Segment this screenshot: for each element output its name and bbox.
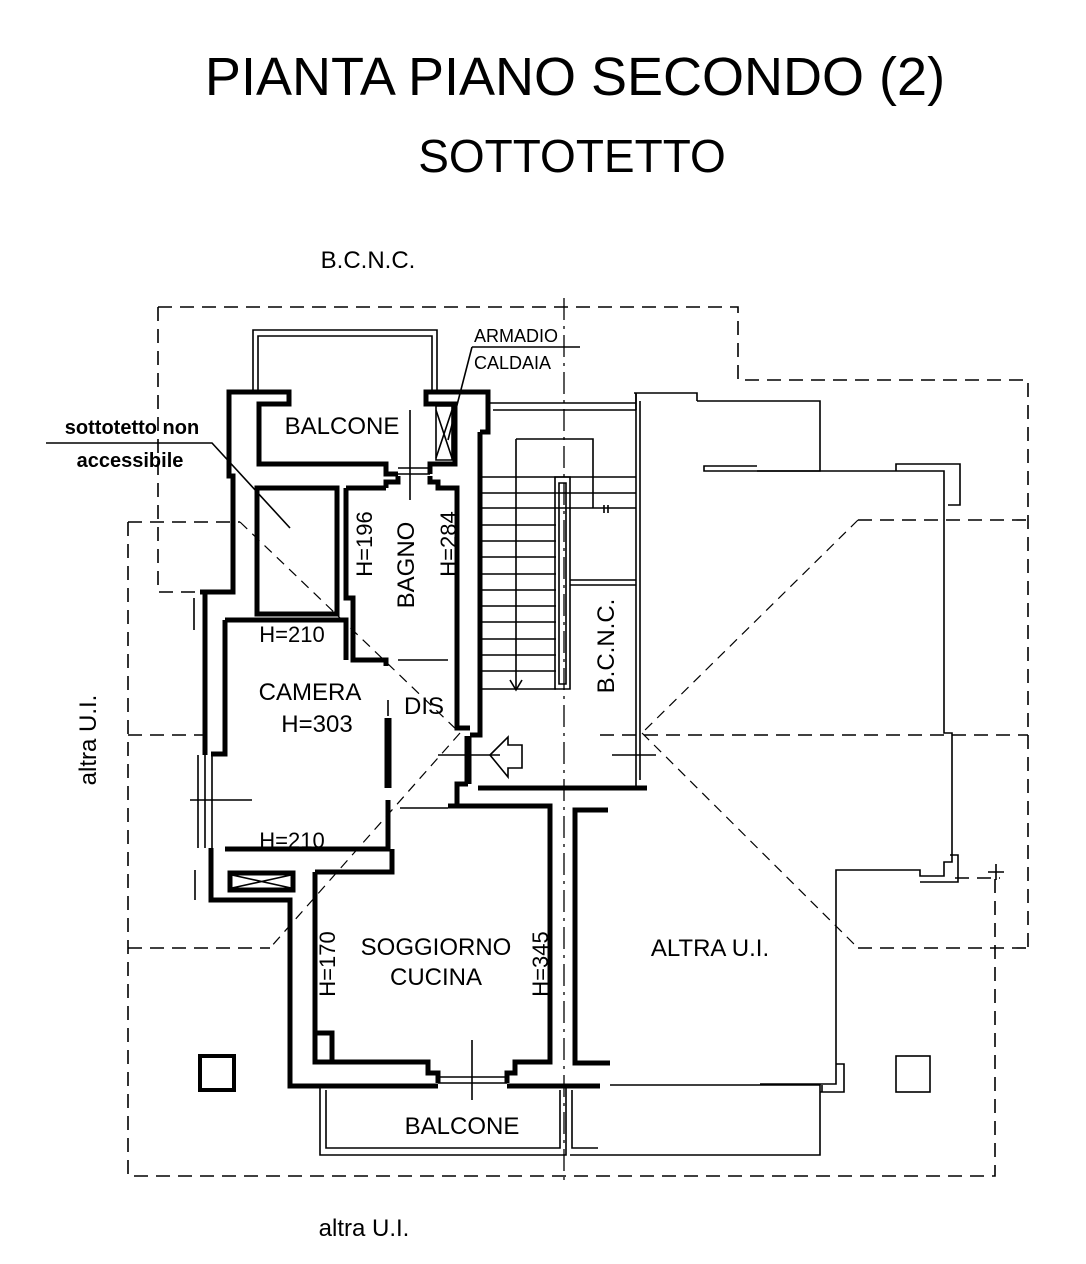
room-balcony-top: BALCONE — [285, 413, 400, 440]
bedroom-height-bottom: H=210 — [259, 828, 324, 853]
label-top-bcnc: B.C.N.C. — [321, 247, 416, 274]
annotation-closet-line1: ARMADIO — [474, 326, 558, 346]
staircase — [480, 393, 656, 788]
room-bedroom: CAMERA — [259, 679, 362, 706]
room-common-area: B.C.N.C. — [593, 599, 620, 694]
bedroom-height-top: H=210 — [259, 622, 324, 647]
bathroom-height-left: H=196 — [352, 511, 377, 576]
living-height-right: H=345 — [528, 931, 553, 996]
bathroom-height-right: H=284 — [436, 511, 461, 576]
annotation-closet-line2: CALDAIA — [474, 353, 551, 373]
plan-subtitle: SOTTOTETTO — [418, 130, 726, 182]
bedroom-height: H=303 — [281, 711, 352, 738]
vent-markings — [231, 405, 453, 889]
room-hallway: DIS — [404, 693, 444, 720]
roof-outline — [127, 298, 1030, 1180]
label-bottom-other-unit: altra U.I. — [319, 1215, 410, 1242]
other-unit-outline — [319, 392, 961, 1156]
balcony-top — [252, 329, 438, 390]
room-living-line2: CUCINA — [390, 964, 482, 991]
plan-title: PIANTA PIANO SECONDO (2) — [205, 47, 945, 107]
living-height-left: H=170 — [315, 931, 340, 996]
openings — [190, 410, 507, 1100]
walls — [200, 389, 647, 1089]
room-bathroom: BAGNO — [393, 522, 420, 609]
annotation-attic-line1: sottotetto non — [65, 417, 199, 439]
room-other-unit: ALTRA U.I. — [651, 935, 769, 962]
chimney-squares — [198, 1054, 931, 1093]
leader-lines — [46, 346, 580, 529]
room-living-line1: SOGGIORNO — [361, 934, 512, 961]
annotation-attic-line2: accessibile — [77, 450, 184, 472]
room-balcony-bottom: BALCONE — [405, 1113, 520, 1140]
label-left-other-unit: altra U.I. — [75, 695, 102, 786]
